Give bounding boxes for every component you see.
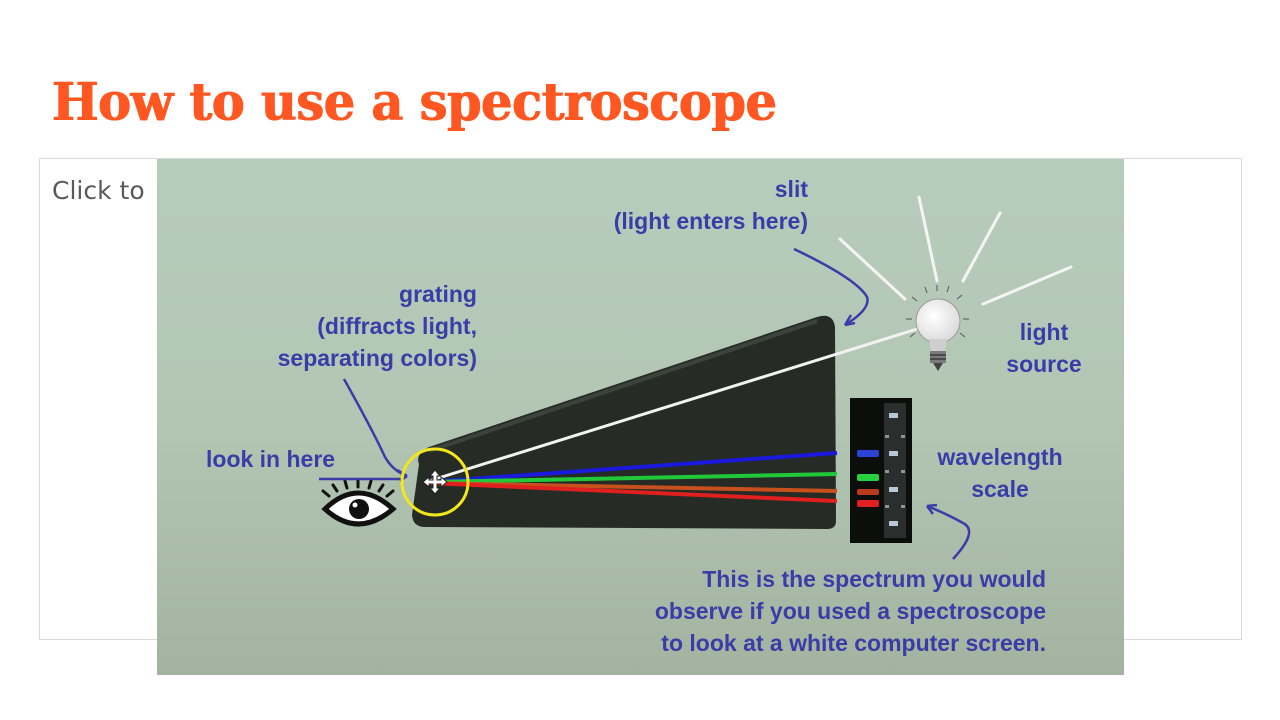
caption-line-1: This is the spectrum you would (702, 566, 1046, 592)
light-bulb-icon (906, 285, 969, 371)
slit-arrow (793, 247, 869, 327)
grating-description-2: separating colors) (278, 345, 477, 371)
caption-line-3: to look at a white computer screen. (661, 630, 1046, 656)
cursor-highlight (400, 447, 470, 517)
slit-description: (light enters here) (614, 208, 808, 234)
slide-title[interactable]: How to use a spectroscope (52, 72, 777, 133)
spectrum-lines (428, 451, 838, 503)
wavelength-arrow (926, 504, 971, 560)
wavelength-scale (850, 398, 912, 543)
move-cursor-icon (422, 469, 448, 495)
caption-line-2: observe if you used a spectroscope (655, 598, 1046, 624)
grating-description-1: (diffracts light, (317, 313, 477, 339)
look-in-here-label: look in here (206, 446, 335, 472)
light-source-label-2: source (1006, 351, 1081, 377)
grating-label: grating (399, 281, 477, 307)
eye-icon (321, 478, 397, 527)
slit-label: slit (775, 176, 809, 202)
light-rays (838, 195, 1073, 306)
white-light-beam (428, 327, 918, 483)
placeholder-text: Click to (52, 176, 145, 205)
spectroscope-diagram-image[interactable]: slit (light enters here) grating (diffra… (157, 159, 1124, 675)
annotation-arrows (319, 247, 971, 560)
wavelength-scale-label-2: scale (971, 476, 1029, 502)
wavelength-scale-label-1: wavelength (936, 444, 1062, 470)
light-source-label-1: light (1020, 319, 1069, 345)
